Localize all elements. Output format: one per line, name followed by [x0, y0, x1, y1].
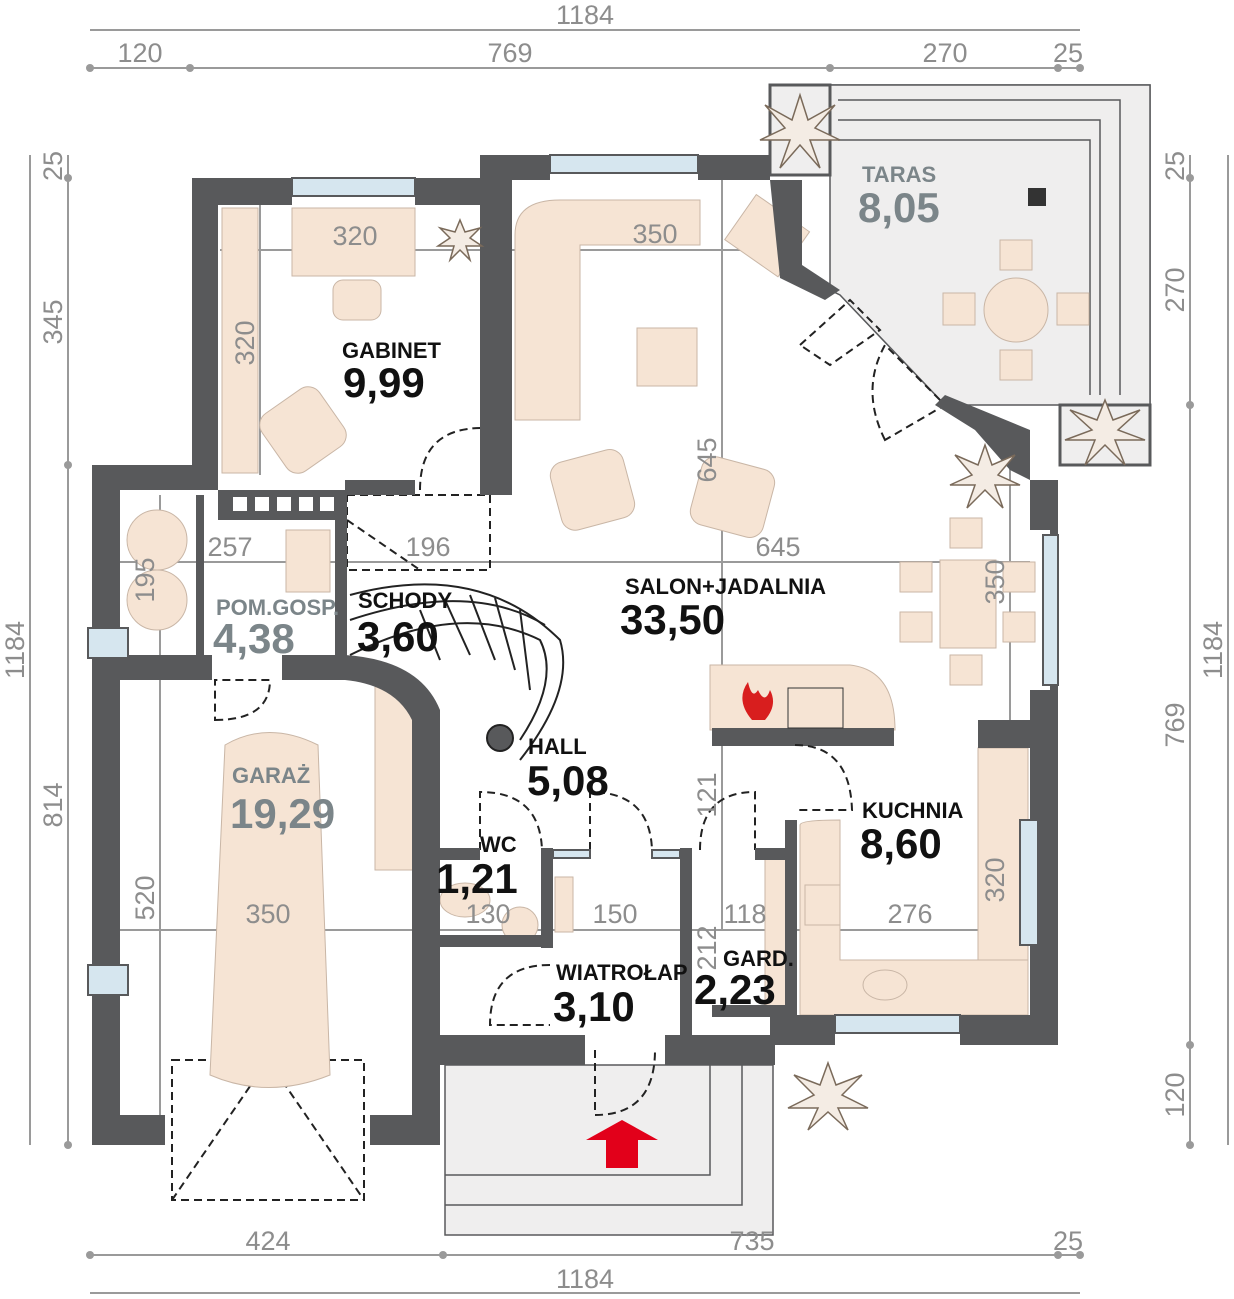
windows: [87, 154, 1059, 1034]
entry-arrow-icon: [586, 1120, 658, 1168]
room-area: 3,10: [553, 983, 635, 1030]
dim-schody-w: 196: [405, 532, 450, 562]
room-area: 9,99: [343, 359, 425, 406]
room-name: TARAS: [862, 162, 936, 187]
room-area: 1,21: [436, 855, 518, 902]
dim-salon-h: 645: [692, 437, 722, 482]
dim-left-total: 1184: [0, 621, 30, 679]
dim-pom-h: 195: [130, 557, 160, 602]
dim-jadalnia-h: 350: [980, 559, 1010, 604]
dim-bottom-c: 25: [1053, 1226, 1083, 1256]
dim-left-c: 814: [38, 782, 68, 827]
room-name: GARAŻ: [232, 763, 310, 788]
dim-wiatrolap-w: 150: [592, 899, 637, 929]
dim-top-d: 25: [1053, 38, 1083, 68]
dim-gard-w: 118: [723, 899, 766, 929]
dim-bottom-b: 735: [729, 1226, 774, 1256]
dimension-lines: [29, 29, 1229, 1294]
dim-left-a: 25: [38, 151, 68, 181]
furniture: [126, 193, 1036, 1088]
doors: [214, 298, 947, 1117]
dim-left-b: 345: [38, 299, 68, 344]
dim-bottom-a: 424: [245, 1226, 290, 1256]
dim-salon-w2: 645: [755, 532, 800, 562]
room-name: SALON+JADALNIA: [625, 574, 826, 599]
dim-gabinet-h: 320: [230, 320, 260, 365]
dim-garage-w: 350: [245, 899, 290, 929]
dim-gabinet-w: 320: [332, 221, 377, 251]
room-area: 8,05: [858, 184, 940, 231]
dim-garage-h: 520: [130, 875, 160, 920]
room-name: WC: [480, 832, 517, 857]
stairs: [346, 494, 565, 761]
room-wc: WC1,21: [436, 832, 518, 902]
room-area: 8,60: [860, 820, 942, 867]
room-name: SCHODY: [358, 588, 452, 613]
room-name: KUCHNIA: [862, 798, 964, 823]
room-name: POM.GOSP.: [216, 595, 339, 620]
room-area: 5,08: [527, 757, 609, 804]
dim-right-total: 1184: [1198, 621, 1228, 679]
room-area: 33,50: [620, 596, 725, 643]
room-pom-gosp: POM.GOSP.4,38: [213, 595, 339, 662]
dim-top-a: 120: [117, 38, 162, 68]
room-name: GABINET: [342, 338, 442, 363]
dim-pom-w: 257: [207, 532, 252, 562]
dim-top-total: 1184: [556, 0, 614, 30]
dim-top-c: 270: [922, 38, 967, 68]
dim-right-d: 120: [1160, 1072, 1190, 1117]
room-gard: GARD.2,23: [694, 946, 794, 1013]
dim-bottom-total: 1184: [556, 1264, 614, 1294]
dim-wc-w: 130: [465, 899, 510, 929]
room-area: 4,38: [213, 615, 295, 662]
dim-kuchnia-w: 276: [887, 899, 932, 929]
dim-right-a: 25: [1160, 151, 1190, 181]
terrace: [768, 83, 1152, 467]
room-name: HALL: [528, 734, 587, 759]
room-name: WIATROŁAP: [556, 960, 688, 985]
room-name: GARD.: [723, 946, 794, 971]
dim-hall-h: 121: [692, 772, 722, 817]
inner-dimension-labels: 320 320 350 645 645 257 195 196 350 350 …: [130, 219, 1010, 971]
fireplace-flame-icon: [742, 682, 774, 720]
plant-icons: [435, 92, 1146, 1131]
dim-top-b: 769: [487, 38, 532, 68]
dim-right-b: 270: [1160, 267, 1190, 312]
room-area: 19,29: [230, 790, 335, 837]
dim-kuchnia-h: 320: [980, 857, 1010, 902]
dim-right-c: 769: [1160, 702, 1190, 747]
dim-gard-h: 212: [692, 925, 722, 970]
dim-salon-w: 350: [632, 219, 677, 249]
entry-steps: [444, 1064, 774, 1236]
walls: [92, 155, 1058, 1145]
room-area: 2,23: [694, 966, 776, 1013]
room-area: 3,60: [357, 613, 439, 660]
